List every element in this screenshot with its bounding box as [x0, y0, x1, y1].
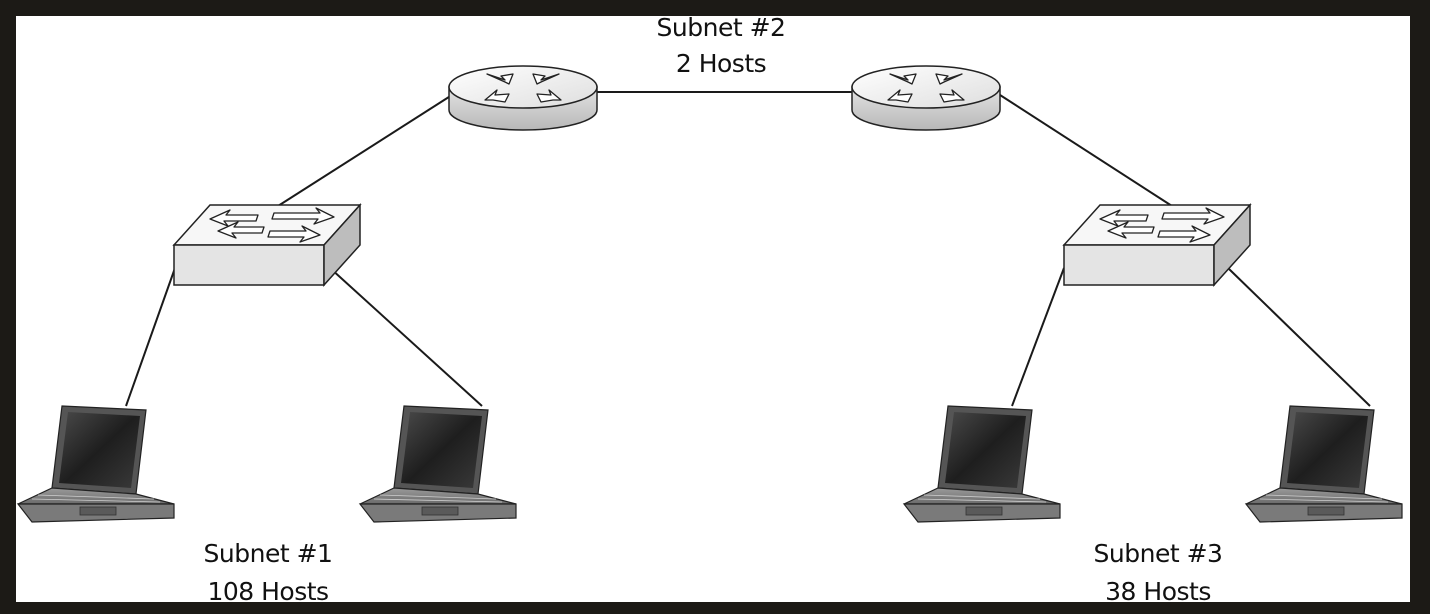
bottom-frame — [0, 602, 1430, 614]
link-router-right-switch-right — [999, 94, 1173, 207]
subnet-label-2: Subnet #2 2 Hosts — [657, 13, 786, 78]
subnet-hosts: 38 Hosts — [1105, 577, 1211, 606]
link-switch-left-laptop-2 — [329, 267, 483, 407]
subnet-hosts: 2 Hosts — [676, 49, 766, 78]
link-router-left-switch-left — [277, 94, 453, 207]
switch-icon — [1063, 204, 1251, 286]
link-switch-left-laptop-1 — [125, 267, 176, 407]
subnet-name: Subnet #3 — [1094, 539, 1223, 568]
diagram-canvas — [16, 16, 1410, 602]
subnet-label-1: Subnet #1 108 Hosts — [204, 539, 333, 606]
router-icon — [448, 65, 598, 131]
router-icon — [851, 65, 1001, 131]
link-switch-right-laptop-4 — [1227, 267, 1371, 407]
subnet-label-3: Subnet #3 38 Hosts — [1094, 539, 1223, 606]
link-switch-right-laptop-3 — [1011, 267, 1065, 407]
subnet-name: Subnet #1 — [204, 539, 333, 568]
switch-icon — [173, 204, 361, 286]
subnet-hosts: 108 Hosts — [207, 577, 328, 606]
subnet-name: Subnet #2 — [657, 13, 786, 42]
connections — [125, 91, 1371, 407]
